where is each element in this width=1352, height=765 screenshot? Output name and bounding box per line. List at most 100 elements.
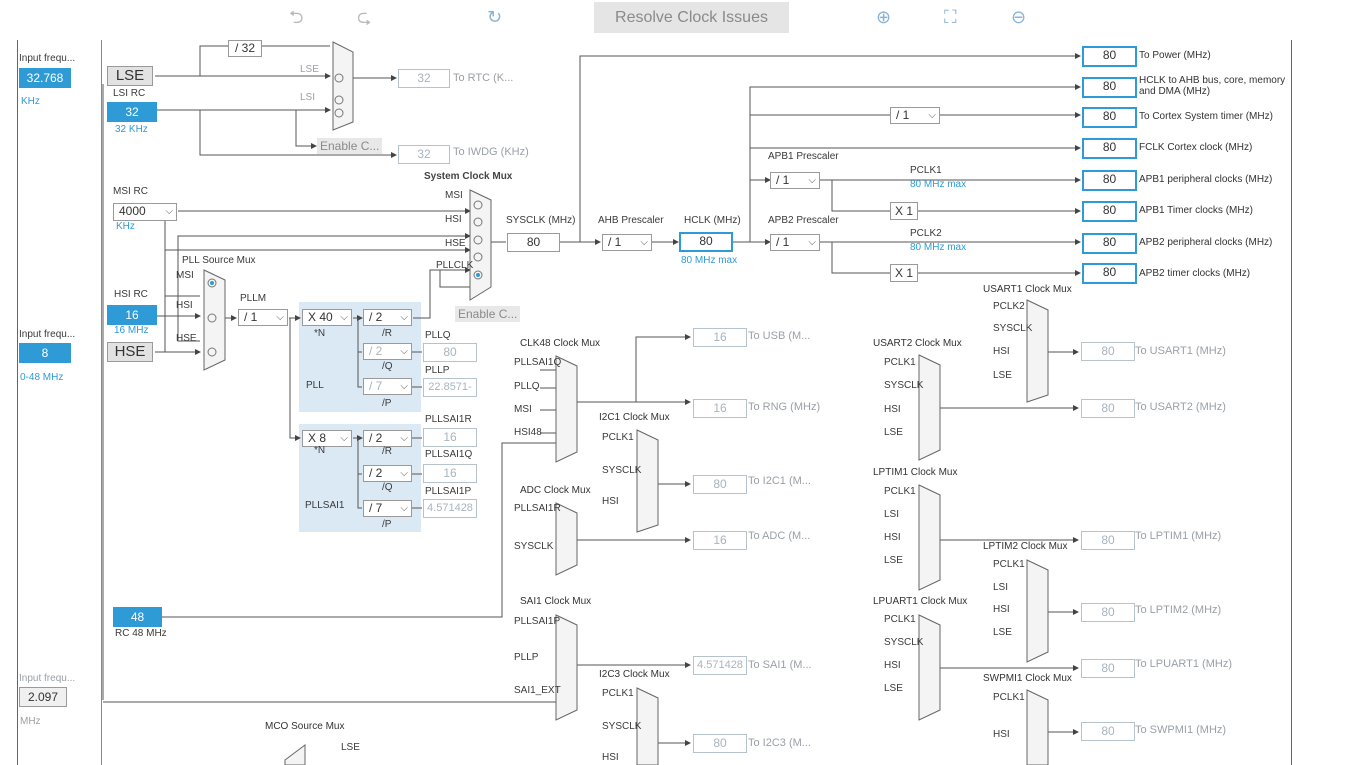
apb1-prescaler-select[interactable]: / 1⌵	[770, 172, 820, 189]
pllp-label: PLLP	[425, 365, 450, 376]
pllm-select[interactable]: / 1⌵	[238, 309, 288, 326]
i2c1-hsi: HSI	[602, 496, 619, 507]
i2c1-mux-label: I2C1 Clock Mux	[599, 412, 670, 423]
l2-lse: LSE	[993, 627, 1012, 638]
i2c3-hsi: HSI	[602, 752, 619, 763]
pllq-label: PLLQ	[425, 330, 451, 341]
output-apb2-timer-value[interactable]: 80	[1082, 263, 1137, 284]
output-fclk-label: FCLK Cortex clock (MHz)	[1139, 142, 1253, 153]
resolve-clock-issues-button[interactable]: Resolve Clock Issues	[594, 2, 789, 33]
output-power-value[interactable]: 80	[1082, 46, 1137, 67]
pllsai1q-select[interactable]: / 2⌵	[363, 465, 412, 482]
clock-diagram-pane	[17, 40, 1292, 765]
lsi-freq: 32 KHz	[115, 124, 148, 135]
lse-oscillator[interactable]: LSE	[107, 66, 153, 86]
msi-unit: KHz	[116, 221, 135, 232]
sys-mux-hse: HSE	[445, 238, 466, 249]
lsi-rc-label: LSI RC	[113, 88, 146, 99]
fit-screen-icon[interactable]: ⛶	[944, 7, 957, 27]
cortex-timer-divider-select[interactable]: / 1⌵	[890, 107, 940, 124]
output-apb2-periph-value[interactable]: 80	[1082, 233, 1137, 254]
rng-output-label: To RNG (MHz)	[748, 401, 821, 413]
output-hclk-label: HCLK to AHB bus, core, memory and DMA (M…	[1139, 75, 1286, 97]
output-apb1-periph-value[interactable]: 80	[1082, 170, 1137, 191]
ext-input-frequency[interactable]: 2.097	[19, 687, 67, 707]
apb2-timer-multiplier: X 1	[890, 264, 918, 282]
u1-pclk2: PCLK2	[993, 301, 1025, 312]
plln-select[interactable]: X 40⌵	[302, 309, 352, 326]
lse-input-frequency[interactable]: 32.768	[19, 68, 71, 88]
zoom-in-icon[interactable]: ⊕	[876, 7, 892, 27]
adc-output-label: To ADC (M...	[748, 530, 811, 542]
l1-lse: LSE	[884, 555, 903, 566]
output-apb1-timer-label: APB1 Timer clocks (MHz)	[1139, 205, 1253, 216]
pllsai1n-select[interactable]: X 8⌵	[302, 430, 352, 447]
sysclk-value[interactable]: 80	[507, 233, 560, 252]
hsi-rc-value: 16	[107, 305, 157, 325]
swpmi1-output-label: To SWPMI1 (MHz)	[1135, 724, 1227, 736]
msi-rc-select[interactable]: 4000⌵	[113, 203, 177, 221]
l2-pclk1: PCLK1	[993, 559, 1025, 570]
pllq-value: 80	[423, 343, 477, 362]
enable-css-hse[interactable]: Enable C...	[455, 306, 521, 322]
mco-source-mux-label: MCO Source Mux	[265, 721, 345, 732]
sysclk-label: SYSCLK (MHz)	[506, 215, 576, 226]
pllp-div-label: /P	[382, 398, 392, 409]
usart2-mux-label: USART2 Clock Mux	[873, 338, 962, 349]
pllsai1p-select[interactable]: / 7⌵	[363, 500, 412, 517]
usart2-output-label: To USART2 (MHz)	[1135, 401, 1226, 413]
rtc-divider[interactable]: / 32	[228, 40, 262, 57]
clk48-hsi48: HSI48	[514, 427, 542, 438]
hse-input-frequency[interactable]: 8	[19, 343, 71, 363]
u1-hsi: HSI	[993, 346, 1010, 357]
hclk-value[interactable]: 80	[679, 232, 733, 252]
hse-range: 0-48 MHz	[20, 372, 64, 383]
input-frequency-label-hse: Input frequ...	[19, 329, 76, 340]
enable-css-rtc[interactable]: Enable C...	[317, 138, 383, 154]
pllq-select[interactable]: / 2⌵	[363, 343, 412, 360]
i2c3-mux-label: I2C3 Clock Mux	[599, 669, 670, 680]
apb2-prescaler-select[interactable]: / 1⌵	[770, 234, 820, 251]
usart1-mux-label: USART1 Clock Mux	[983, 284, 1072, 295]
pllsai1r-select[interactable]: / 2⌵	[363, 430, 412, 447]
output-hclk-value[interactable]: 80	[1082, 77, 1137, 98]
pll-source-mux-label: PLL Source Mux	[182, 255, 256, 266]
apb1-timer-multiplier: X 1	[890, 202, 918, 220]
lp-sysclk: SYSCLK	[884, 637, 924, 648]
output-cortex-timer-value[interactable]: 80	[1082, 107, 1137, 128]
rtc-mux	[332, 41, 354, 131]
output-fclk-value[interactable]: 80	[1082, 138, 1137, 159]
hse-oscillator[interactable]: HSE	[107, 342, 153, 362]
pllsai1p-label: PLLSAI1P	[425, 486, 472, 497]
pll-label: PLL	[306, 380, 324, 391]
i2c3-pclk1: PCLK1	[602, 688, 634, 699]
pllp-select[interactable]: / 7⌵	[363, 378, 412, 395]
adc-mux-label: ADC Clock Mux	[520, 485, 591, 496]
redo-icon[interactable]: ⮎	[357, 7, 372, 27]
rtc-mux-lse: LSE	[300, 64, 319, 75]
rtc-mux-lsi: LSI	[300, 92, 316, 103]
lse-unit: KHz	[21, 96, 40, 107]
undo-icon[interactable]: ⮌	[289, 7, 304, 27]
lpuart1-output-value: 80	[1081, 659, 1135, 678]
ahb-prescaler-select[interactable]: / 1⌵	[602, 234, 652, 251]
rtc-output-label: To RTC (K...	[453, 72, 514, 84]
lptim2-mux-label: LPTIM2 Clock Mux	[983, 541, 1068, 552]
output-apb2-periph-label: APB2 peripheral clocks (MHz)	[1139, 237, 1273, 248]
rc48-label: RC 48 MHz	[115, 628, 167, 639]
lp-pclk1: PCLK1	[884, 614, 916, 625]
zoom-out-icon[interactable]: ⊖	[1011, 7, 1027, 27]
iwdg-output-value: 32	[398, 145, 450, 164]
pclk2-label: PCLK2	[910, 228, 942, 239]
sai1-pllsai1p: PLLSAI1P	[514, 616, 561, 627]
pllr-select[interactable]: / 2⌵	[363, 309, 412, 326]
lptim2-output-value: 80	[1081, 603, 1135, 622]
sai1-mux-label: SAI1 Clock Mux	[520, 596, 592, 607]
hsi-freq: 16 MHz	[114, 325, 149, 336]
output-apb1-timer-value[interactable]: 80	[1082, 201, 1137, 222]
pllm-label: PLLM	[240, 293, 267, 304]
pllsai1r-value: 16	[423, 428, 477, 447]
sys-mux-pllclk: PLLCLK	[436, 260, 474, 271]
clk48-msi: MSI	[514, 404, 532, 415]
refresh-icon[interactable]: ↻	[487, 7, 503, 27]
